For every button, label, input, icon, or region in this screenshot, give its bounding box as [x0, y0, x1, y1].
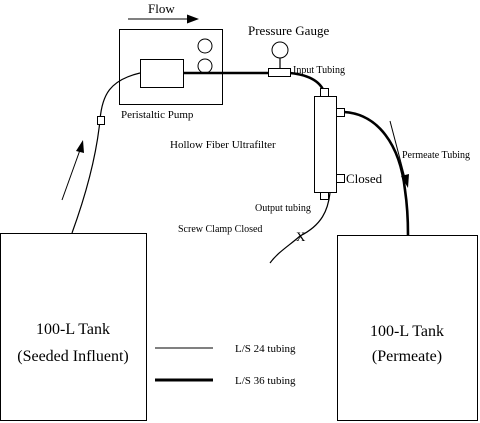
- legend-thick-label: L/S 36 tubing: [235, 375, 296, 387]
- left-tank-title: 100-L Tank: [36, 321, 110, 338]
- peristaltic-pump-housing: [119, 29, 223, 105]
- output-tubing: [299, 192, 331, 237]
- permeate-tubing-label: Permeate Tubing: [402, 150, 470, 161]
- pressure-gauge-label: Pressure Gauge: [248, 23, 329, 38]
- pump-head: [140, 59, 184, 88]
- permeate-direction-line: [389, 120, 406, 179]
- closed-port-label: Closed: [346, 171, 383, 186]
- ultrafilter-inlet-cap: [320, 88, 329, 97]
- screw-clamp-mark-icon: X: [296, 229, 306, 244]
- flow-label: Flow: [148, 1, 175, 16]
- pump-knob-top-icon: [197, 38, 213, 54]
- ultrafilter-permeate-port: [336, 108, 345, 117]
- output-tubing-end: [269, 235, 301, 264]
- influent-fitting: [97, 116, 105, 125]
- screw-clamp-label: Screw Clamp Closed: [178, 224, 262, 235]
- permeate-tubing: [343, 110, 410, 236]
- peristaltic-pump-label: Peristaltic Pump: [121, 109, 194, 121]
- ultrafilter-closed-port: [336, 174, 345, 183]
- right-tank-subtitle: (Permeate): [372, 348, 442, 365]
- permeate-tank: [337, 235, 478, 421]
- influent-tubing: [71, 72, 141, 234]
- seeded-influent-tank: [0, 233, 147, 421]
- pressure-gauge-tee: [268, 68, 291, 77]
- ultrafilter-outlet-cap: [320, 192, 329, 200]
- pump-knob-bottom-icon: [197, 58, 213, 74]
- influent-direction-line: [61, 149, 81, 201]
- hollow-fiber-label: Hollow Fiber Ultrafilter: [170, 139, 276, 151]
- output-tubing-label: Output tubing: [255, 203, 311, 214]
- influent-arrowhead-icon: [76, 140, 84, 153]
- hollow-fiber-ultrafilter: [314, 96, 337, 193]
- right-tank-title: 100-L Tank: [370, 323, 444, 340]
- flow-arrowhead-icon: [187, 14, 199, 24]
- permeate-arrowhead-icon: [401, 174, 409, 188]
- left-tank-subtitle: (Seeded Influent): [17, 348, 129, 365]
- legend-thin-label: L/S 24 tubing: [235, 343, 296, 355]
- input-tubing: [289, 71, 327, 96]
- input-tubing-label: Input Tubing: [293, 65, 345, 76]
- pressure-gauge-dial-icon: [271, 41, 289, 59]
